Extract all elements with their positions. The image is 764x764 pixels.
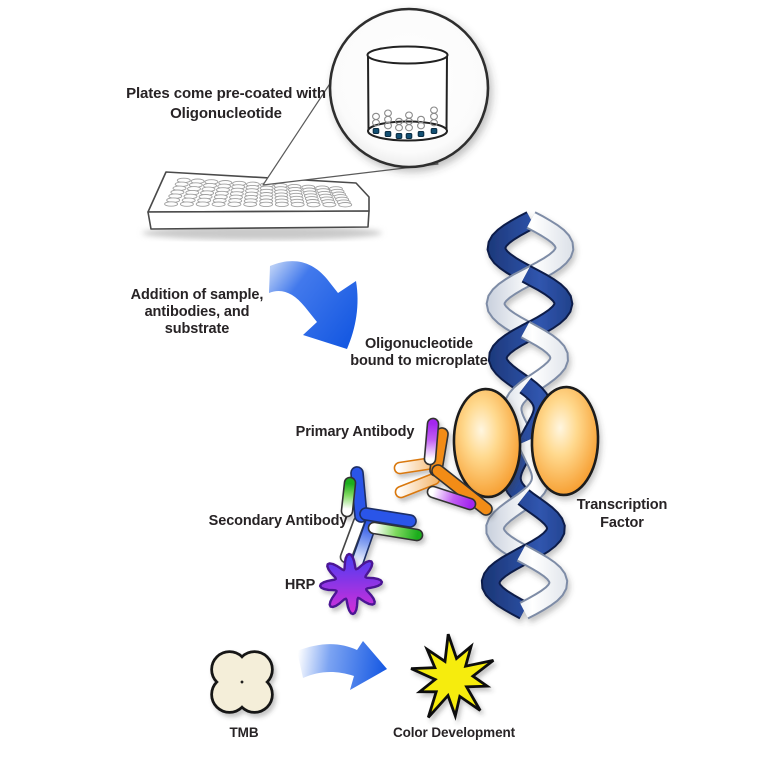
secondary-light-arm-right-tip — [369, 523, 422, 540]
color-development-label: Color Development — [392, 725, 516, 740]
oligo-coil — [405, 111, 413, 119]
dna-strand-back — [487, 266, 538, 341]
tmb-lobe-fill — [213, 678, 246, 711]
primary-light-arm-right-tip — [428, 487, 475, 509]
well — [227, 201, 242, 207]
secondary-antibody-label: Secondary Antibody — [208, 513, 348, 529]
addition-label: Addition of sample, antibodies, and subs… — [130, 287, 264, 337]
hrp-label: HRP — [284, 577, 316, 593]
dna-strand-back — [487, 490, 534, 564]
sample-well-cylinder — [366, 45, 449, 142]
well — [243, 201, 258, 207]
tmb-lobe-fill — [238, 678, 271, 711]
microplate — [147, 171, 370, 230]
well — [322, 201, 337, 208]
well — [259, 201, 274, 208]
oligo-anchor-dot — [417, 131, 425, 137]
well — [274, 201, 289, 208]
primary-heavy-arm-up — [430, 428, 448, 476]
dna-strand-back — [488, 213, 538, 285]
secondary-antibody — [339, 466, 424, 570]
primary-heavy-arm-right — [432, 465, 492, 515]
oligo-anchor-dot — [405, 133, 413, 139]
tmb-label: TMB — [229, 725, 259, 740]
transcription-factor — [452, 385, 600, 499]
dna-helix — [480, 211, 575, 620]
secondary-light-arm-up-tip — [342, 478, 355, 516]
well — [290, 201, 305, 208]
color-development-burst — [410, 633, 495, 721]
plate-shadow — [142, 226, 382, 240]
dna-strand-front — [517, 545, 567, 618]
transcription-factor-left-lobe — [452, 387, 522, 499]
tmb-substrate — [210, 650, 274, 714]
well — [164, 201, 179, 207]
primary-antibody-label: Primary Antibody — [295, 424, 415, 440]
oligo-coil — [430, 106, 438, 114]
well — [306, 201, 321, 208]
dna-strand-back — [482, 545, 533, 618]
tmb-lobe-fill — [213, 653, 246, 686]
oligo-coil — [384, 109, 392, 117]
secondary-heavy-arm-up — [351, 467, 367, 522]
oligo-coil — [417, 115, 425, 124]
oligo-anchor-dot — [395, 133, 403, 139]
addition-arrow — [269, 261, 358, 349]
oligo-squiggles — [372, 106, 438, 139]
transcription-factor-right-lobe — [530, 385, 600, 497]
dna-strand-back — [489, 322, 537, 396]
secondary-fc-bar-1 — [341, 517, 364, 562]
well — [195, 201, 210, 207]
transcription-factor-label: Transcription Factor — [576, 497, 668, 531]
cylinder-walls — [367, 54, 448, 131]
primary-light-arm-up-tip — [425, 419, 438, 464]
oligo-coil — [372, 112, 380, 121]
well — [338, 202, 353, 208]
primary-antibody — [393, 417, 493, 516]
oligo-coil — [395, 117, 403, 126]
well — [179, 201, 194, 207]
secondary-heavy-arm-right — [360, 508, 416, 527]
oligo-anchor-dot — [430, 128, 438, 134]
oligo-bound-label: Oligonucleotide bound to microplate — [350, 336, 488, 369]
dna-strand-front — [517, 490, 564, 564]
primary-fc-bar-2 — [396, 474, 439, 497]
tmb-lobe-fill — [238, 653, 271, 686]
cylinder-top-rim — [366, 45, 449, 65]
substrate-arrow — [297, 641, 387, 690]
dna-strand-front — [520, 322, 567, 396]
dna-strand-front — [522, 213, 573, 285]
oligo-anchor-dot — [372, 128, 380, 134]
plate-precoat-label: Plates come pre-coated with Oligonucleot… — [126, 85, 326, 122]
oligo-anchor-dot — [384, 131, 392, 137]
cylinder-body — [368, 55, 447, 141]
dna-strand-front — [521, 266, 572, 341]
hrp-enzyme — [318, 552, 384, 616]
plate-front-face — [147, 210, 370, 230]
well — [211, 201, 226, 207]
